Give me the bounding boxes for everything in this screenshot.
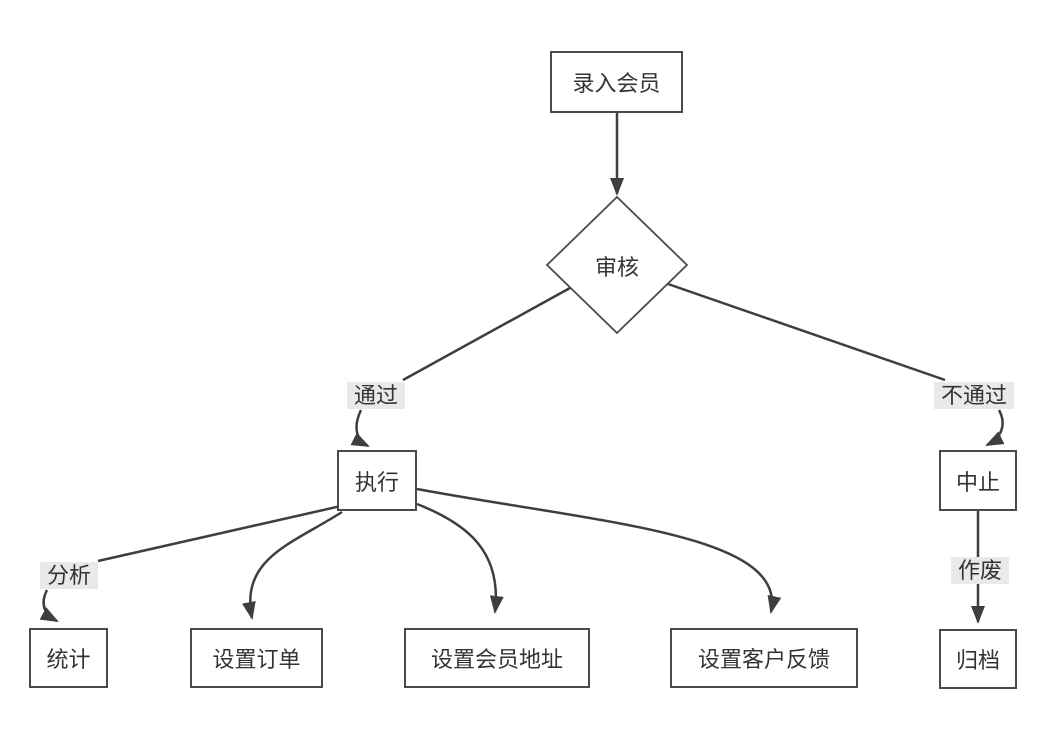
edge-label-pass: 通过 — [347, 382, 406, 409]
edge-execute-analyze — [97, 504, 342, 563]
edge-review-pass — [402, 286, 571, 382]
edge-label-void: 作废 — [951, 557, 1010, 584]
node-start-label: 录入会员 — [572, 71, 661, 96]
edge-analyze-stats — [39, 589, 59, 623]
node-abort: 中止 — [939, 450, 1017, 511]
node-set-order: 设置订单 — [190, 628, 323, 688]
edge-execute-set-customer-feedback — [416, 487, 782, 614]
edge-review-fail — [667, 282, 946, 382]
node-review: 审核 — [567, 252, 667, 280]
edge-execute-set-member-address — [416, 502, 504, 614]
node-set-customer-feedback-label: 设置客户反馈 — [697, 647, 830, 672]
node-abort-label: 中止 — [955, 469, 1000, 495]
node-set-member-address-label: 设置会员地址 — [430, 647, 563, 672]
node-review-label: 审核 — [594, 254, 639, 280]
node-start: 录入会员 — [550, 51, 683, 113]
node-set-customer-feedback: 设置客户反馈 — [670, 628, 858, 688]
node-archive-label: 归档 — [955, 648, 1000, 673]
decision-diamond-shape — [545, 195, 689, 335]
node-stats-label: 统计 — [46, 647, 91, 672]
node-set-order-label: 设置订单 — [212, 647, 301, 672]
edge-execute-set-order — [242, 510, 343, 620]
edge-label-fail: 不通过 — [934, 382, 1015, 409]
node-execute: 执行 — [337, 450, 417, 511]
node-stats: 统计 — [29, 628, 108, 688]
node-set-member-address: 设置会员地址 — [404, 628, 590, 688]
edge-label-analyze: 分析 — [40, 562, 99, 589]
node-execute-label: 执行 — [354, 469, 399, 495]
edge-pass-execute — [350, 409, 370, 448]
edge-fail-abort — [985, 409, 1005, 447]
node-archive: 归档 — [939, 629, 1017, 689]
